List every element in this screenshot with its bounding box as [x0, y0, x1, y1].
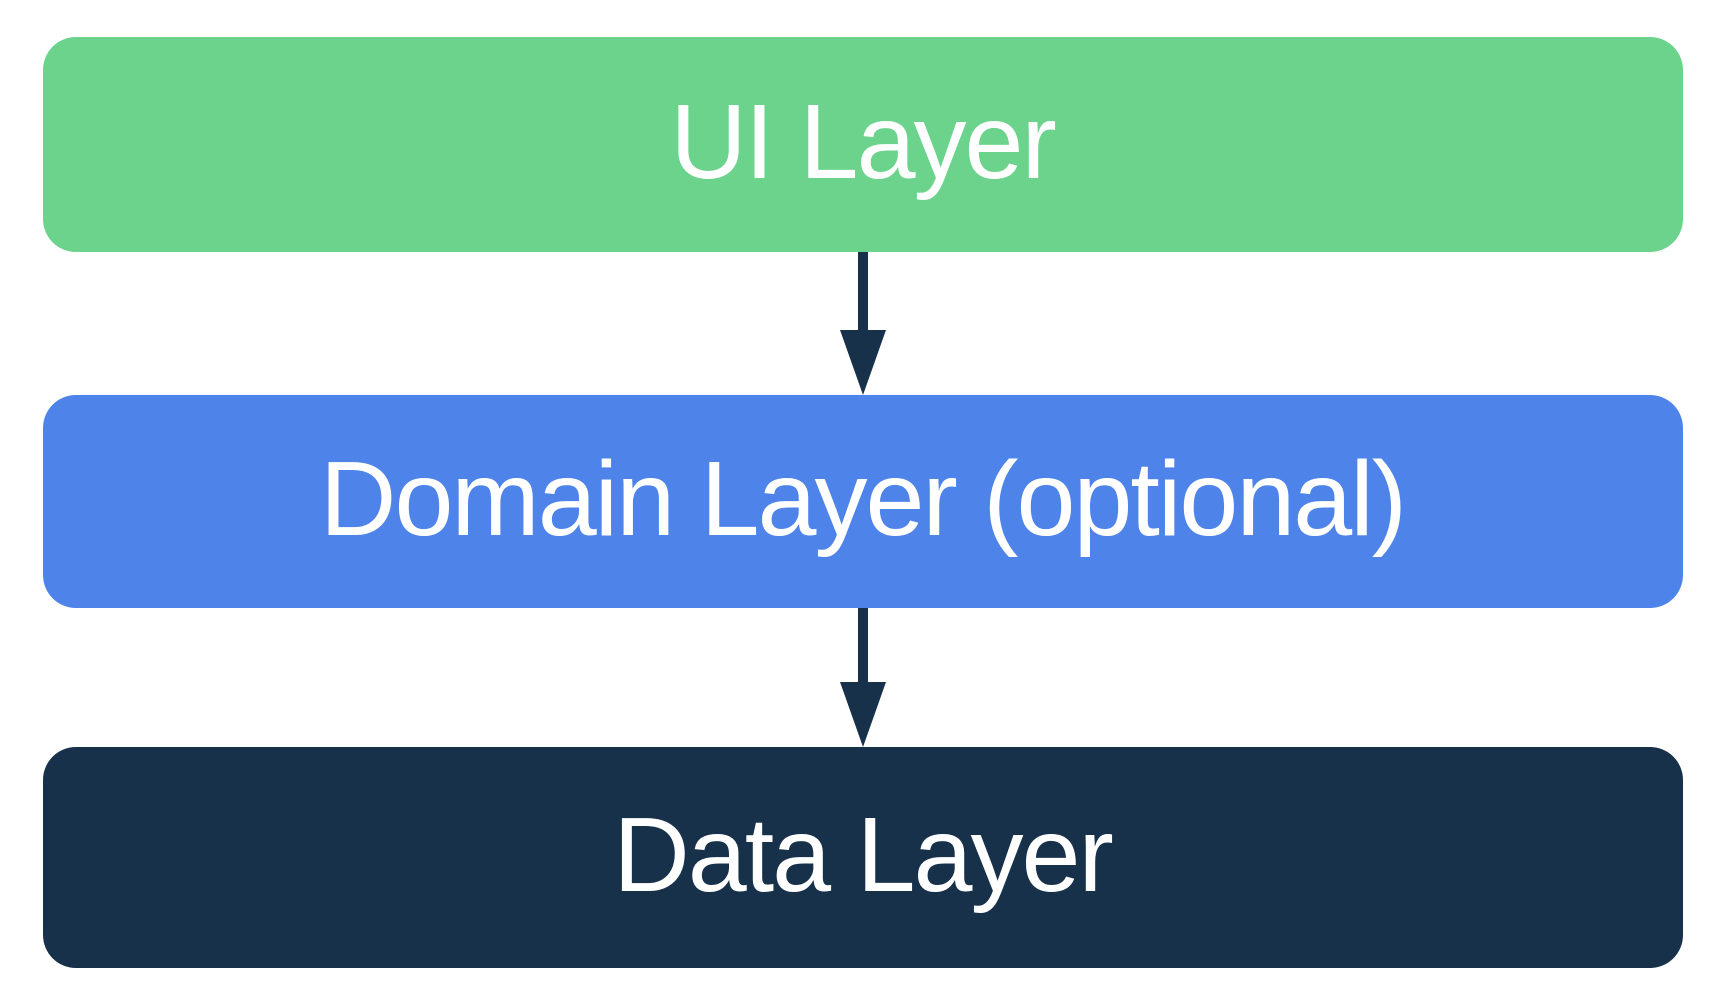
ui-layer-box: UI Layer	[42, 37, 1683, 252]
domain-layer-label: Domain Layer (optional)	[319, 439, 1407, 558]
ui-layer-label: UI Layer	[670, 82, 1057, 201]
data-layer-label: Data Layer	[613, 795, 1114, 914]
data-layer-box: Data Layer	[42, 747, 1683, 968]
domain-layer-box: Domain Layer (optional)	[42, 395, 1683, 608]
arrow-down-domain-to-data-icon	[839, 608, 886, 747]
arrow-down-ui-to-domain-icon	[839, 252, 886, 395]
